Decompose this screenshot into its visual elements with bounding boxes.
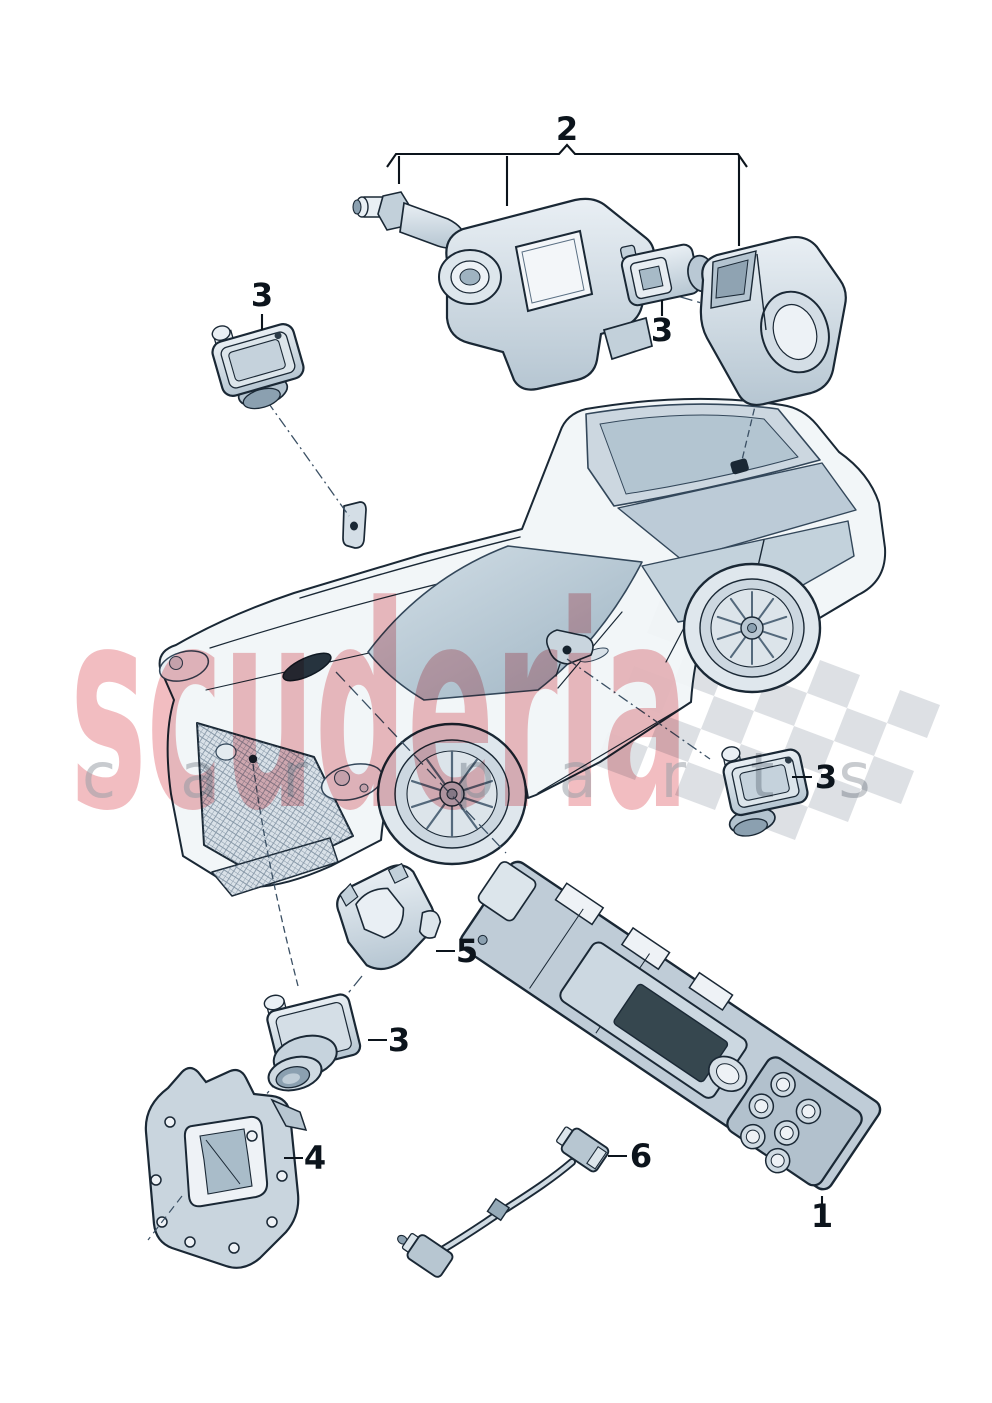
bracket-2 (386, 143, 748, 168)
hood-cowl-line (299, 536, 521, 599)
cable-connector-b (397, 1233, 454, 1278)
headlights (158, 650, 384, 801)
leader-windshield-camera (266, 400, 350, 517)
callout-camera-holder: 5 (456, 932, 478, 970)
callout-mirror-camera: 3 (815, 758, 837, 796)
camera-holder-part (336, 862, 442, 971)
door-mirror (546, 629, 594, 677)
plate-axis-dash (147, 1195, 183, 1241)
callout-windshield-camera: 3 (251, 276, 273, 314)
watermark-brand-text: scuderia (70, 548, 689, 873)
rear-camera-assembly (352, 191, 847, 407)
callout-camera-assembly: 2 (556, 110, 578, 148)
mirror-camera-location-dot (562, 645, 572, 655)
hood-crease-line (209, 575, 471, 649)
mirror-camera-part (721, 746, 809, 837)
checkered-flag (595, 600, 940, 840)
windshield-bracket (342, 501, 367, 549)
car-illustration (158, 397, 887, 897)
front-wheel (376, 722, 528, 866)
leader-front-camera (252, 763, 299, 987)
front-camera-location-dot (248, 754, 258, 764)
callout-mounting-plate: 4 (304, 1139, 326, 1177)
callout-control-unit: 1 (811, 1197, 833, 1235)
grille-emblem (215, 743, 237, 761)
lower-intake (211, 837, 339, 897)
front-camera-part (263, 993, 362, 1092)
control-unit-part (459, 860, 882, 1191)
assembly-camera-module (619, 243, 716, 307)
rear-window (617, 462, 857, 561)
watermark: scuderia car parts (70, 548, 935, 873)
leader-mirror-camera (566, 658, 711, 760)
rear-cover-housing (699, 235, 847, 407)
leader-control-unit (335, 671, 507, 854)
cable-connector-a (556, 1126, 610, 1173)
rear-wheel (682, 562, 822, 694)
rear-camera-location-marker (730, 458, 749, 475)
front-grille (196, 722, 354, 880)
mounting-plate-part (144, 1066, 308, 1269)
callout-cable: 6 (630, 1137, 652, 1175)
connector-barrels (740, 1071, 822, 1174)
hood-location-marker (282, 652, 332, 682)
watermark-tagline-text: car parts (82, 739, 935, 812)
camera-housing-bracket (438, 197, 656, 391)
callout-front-camera: 3 (388, 1021, 410, 1059)
cable-part (397, 1126, 610, 1278)
callout-assembly-camera: 3 (651, 311, 673, 349)
windshield (367, 545, 643, 701)
callout-connectors (260, 143, 824, 1212)
windshield-camera-part (211, 323, 305, 410)
cable-sleeve (486, 1197, 511, 1222)
